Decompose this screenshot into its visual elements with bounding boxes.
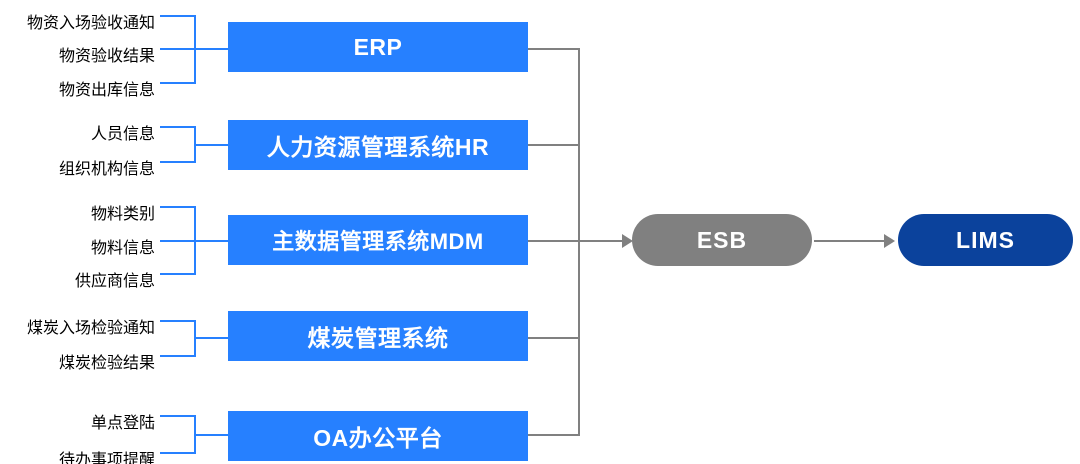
bracket-line xyxy=(160,206,196,208)
input-label: 物料信息 xyxy=(90,240,155,257)
bracket-line xyxy=(160,452,196,454)
input-label: 煤炭检验结果 xyxy=(58,355,155,372)
bracket-line xyxy=(160,161,196,163)
system-box-coal[interactable]: 煤炭管理系统 xyxy=(228,311,528,361)
connector-erp-to-bus xyxy=(528,48,580,50)
input-label: 供应商信息 xyxy=(74,273,155,290)
input-label: 物资出库信息 xyxy=(58,82,155,99)
bracket-line xyxy=(160,82,196,84)
bracket-line xyxy=(160,273,196,275)
connector-bus-to-esb xyxy=(578,240,624,242)
connector-esb-to-lims xyxy=(814,240,886,242)
connector-bus-spine xyxy=(578,48,580,436)
input-label: 待办事项提醒 xyxy=(58,452,155,464)
bracket-line xyxy=(160,240,196,242)
bracket-stem xyxy=(194,434,230,436)
arrow-head-icon xyxy=(622,234,633,248)
connector-hr-to-bus xyxy=(528,144,580,146)
input-label: 组织机构信息 xyxy=(58,161,155,178)
input-label: 单点登陆 xyxy=(90,415,155,432)
input-label: 物料类别 xyxy=(90,206,155,223)
arrow-head-icon xyxy=(884,234,895,248)
bracket-stem xyxy=(194,240,230,242)
bracket-line xyxy=(160,355,196,357)
bracket-stem xyxy=(194,48,230,50)
bracket-stem xyxy=(194,337,230,339)
target-node-lims[interactable]: LIMS xyxy=(898,214,1073,266)
bracket-stem xyxy=(194,144,230,146)
system-box-mdm[interactable]: 主数据管理系统MDM xyxy=(228,215,528,265)
connector-oa-to-bus xyxy=(528,434,580,436)
hub-node-esb[interactable]: ESB xyxy=(632,214,812,266)
bracket-line xyxy=(160,48,196,50)
bracket-line xyxy=(160,320,196,322)
connector-mdm-to-bus xyxy=(528,240,580,242)
input-label: 物资验收结果 xyxy=(58,48,155,65)
system-box-oa[interactable]: OA办公平台 xyxy=(228,411,528,461)
system-box-hr[interactable]: 人力资源管理系统HR xyxy=(228,120,528,170)
input-label: 物资入场验收通知 xyxy=(26,15,155,32)
system-box-erp[interactable]: ERP xyxy=(228,22,528,72)
input-label: 煤炭入场检验通知 xyxy=(26,320,155,337)
input-label: 人员信息 xyxy=(90,126,155,143)
bracket-line xyxy=(160,15,196,17)
bracket-line xyxy=(160,126,196,128)
connector-coal-to-bus xyxy=(528,337,580,339)
bracket-line xyxy=(160,415,196,417)
